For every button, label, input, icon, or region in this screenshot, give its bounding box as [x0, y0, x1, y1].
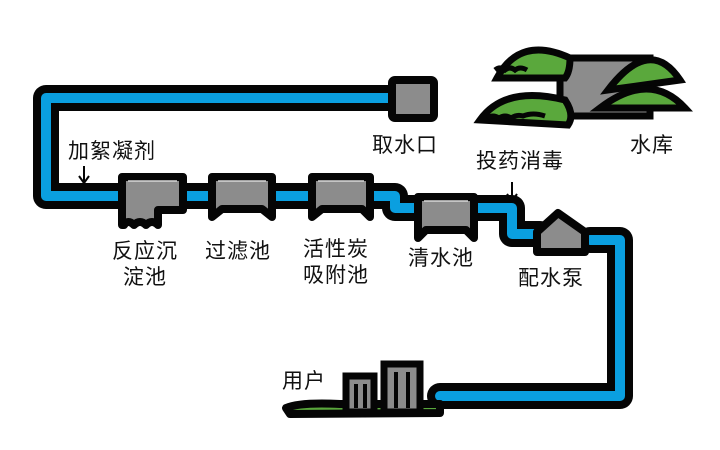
label-carbon-line2: 吸附池 [303, 263, 369, 288]
water-pipe [33, 85, 633, 409]
reservoir-with-hills-icon [473, 46, 693, 129]
buildings-icon [282, 360, 444, 418]
pipe-water [41, 93, 625, 401]
label-sedimentation-line1: 反应沉 [112, 239, 178, 263]
label-carbon: 活性炭 吸附池 [303, 236, 369, 289]
label-intake: 取水口 [372, 133, 438, 157]
label-carbon-line1: 活性炭 [303, 237, 369, 261]
label-users: 用户 [282, 369, 326, 393]
clear-water-tank-icon [414, 193, 478, 242]
sedimentation-tank-icon [118, 173, 187, 229]
label-filter: 过滤池 [205, 239, 271, 263]
coagulant-arrow-icon [78, 166, 90, 185]
label-disinfection: 投药消毒 [476, 149, 564, 173]
pump-house-icon [533, 209, 589, 256]
label-coagulant: 加絮凝剂 [68, 139, 156, 163]
filter-tank-icon [208, 173, 276, 221]
label-clear-water: 清水池 [408, 246, 474, 270]
intake-box-icon [388, 76, 438, 122]
label-pump: 配水泵 [518, 266, 584, 290]
label-sedimentation-line2: 淀池 [123, 265, 167, 290]
disinfection-arrow-icon [506, 182, 518, 203]
label-reservoir: 水库 [630, 133, 674, 157]
label-sedimentation: 反应沉 淀池 [112, 238, 178, 291]
carbon-tank-icon [308, 173, 374, 221]
